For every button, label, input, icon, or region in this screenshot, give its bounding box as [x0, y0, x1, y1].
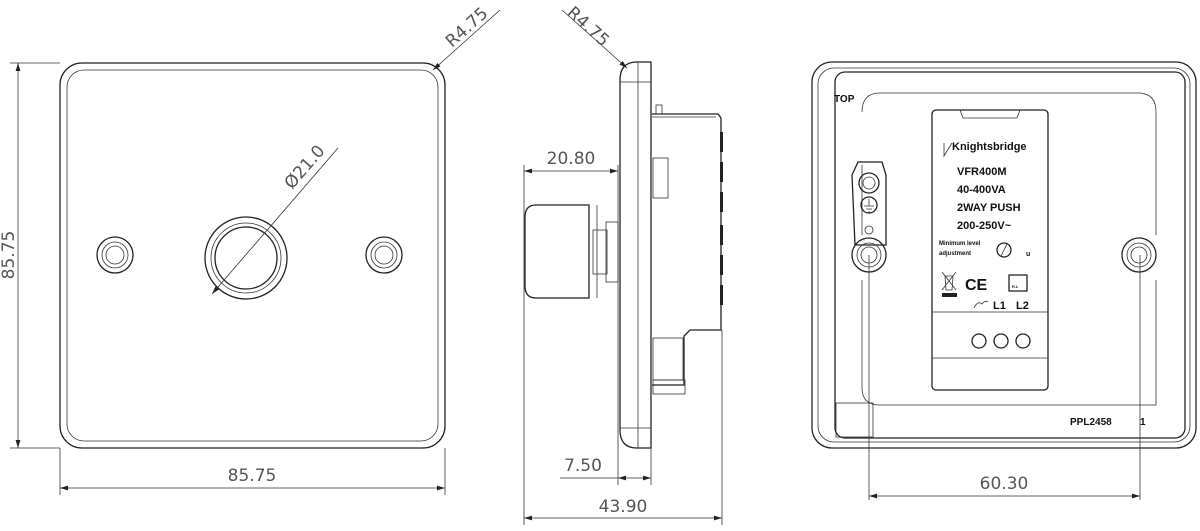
- rating-label: 40-400VA: [957, 184, 1006, 196]
- plate-depth-label: 7.50: [564, 456, 602, 476]
- side-radius-label: R4.75: [563, 3, 613, 51]
- weee-bin-icon: [941, 271, 957, 297]
- terminal-l2: L2: [1016, 300, 1029, 312]
- model-label: VFR400M: [957, 166, 1007, 178]
- voltage-label: 200-250V~: [957, 220, 1012, 232]
- earth-icon: [864, 199, 874, 213]
- svg-text:u: u: [1026, 251, 1030, 258]
- height-dimension-label: 85.75: [0, 231, 19, 280]
- back-screw-right: [1121, 237, 1157, 273]
- diameter-leader: [211, 147, 339, 295]
- part-revision: 1: [1140, 417, 1146, 428]
- front-plate-bevel: [66, 69, 439, 442]
- side-plate: [619, 61, 652, 449]
- screw-left: [96, 236, 134, 274]
- screw-spacing-label: 60.30: [980, 474, 1029, 494]
- earth-terminal: [851, 161, 887, 246]
- side-body-clips: [720, 132, 723, 305]
- knob-diameter-label: Ø21.0: [281, 141, 330, 193]
- min-level-label-2: adjustment: [939, 251, 971, 257]
- switch-symbol-icon: [973, 300, 989, 309]
- side-knob: [524, 204, 590, 299]
- knob: [204, 216, 288, 300]
- ce-mark: CE: [965, 277, 988, 294]
- front-view: 85.75 85.75 R4.75 Ø21.0: [0, 4, 501, 495]
- adjust-screw-icon: [996, 242, 1012, 258]
- min-level-label-1: Minimum level: [939, 241, 981, 247]
- dimmer-body: [652, 113, 722, 386]
- side-view: 20.80 7.50 43.90 R4.75: [523, 3, 723, 525]
- part-number: PPL2458: [1070, 417, 1112, 428]
- brand-logo-k: [943, 142, 953, 158]
- svg-text:R.L: R.L: [1012, 284, 1019, 289]
- width-dimension-label: 85.75: [228, 466, 277, 486]
- type-label: 2WAY PUSH: [957, 202, 1021, 214]
- screw-right: [365, 236, 403, 274]
- front-radius-label: R4.75: [442, 4, 492, 52]
- knob-depth-label: 20.80: [547, 149, 596, 169]
- top-label: TOP: [834, 94, 855, 105]
- rl-mark-box: [1008, 274, 1028, 292]
- dimmer-module: Knightsbridge VFR400M 40-400VA 2WAY PUSH…: [931, 109, 1049, 391]
- radius-leader: [432, 9, 501, 71]
- front-plate-outline: [59, 62, 446, 449]
- terminal-l1: L1: [993, 300, 1006, 312]
- back-plate-outline: [811, 61, 1197, 449]
- back-view: TOP Knightsbridge VFR400M 40-400VA: [811, 61, 1197, 500]
- brand-name: Knightsbridge: [952, 141, 1027, 153]
- total-depth-label: 43.90: [599, 497, 648, 517]
